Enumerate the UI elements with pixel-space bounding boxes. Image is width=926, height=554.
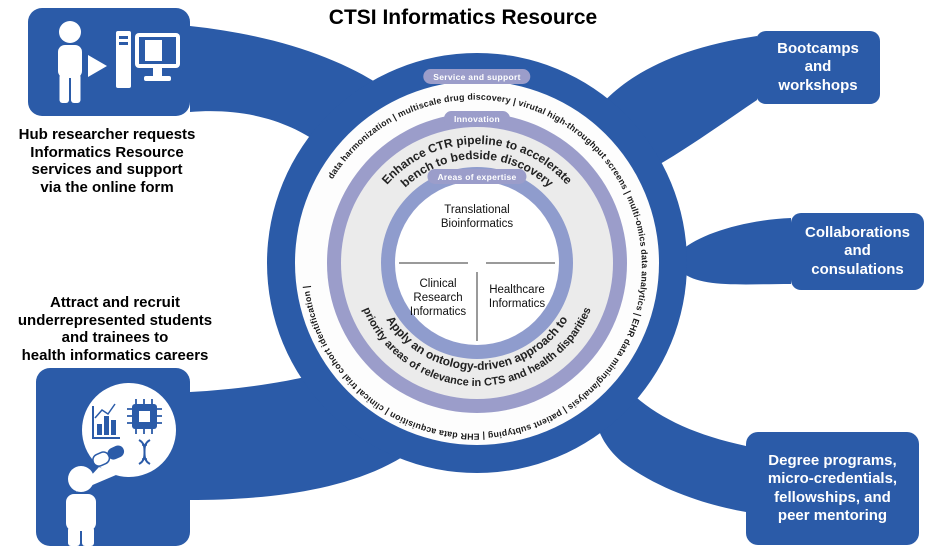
cpu-icon: [127, 399, 162, 434]
hub-researcher-caption: Hub researcher requests Informatics Reso…: [18, 126, 196, 196]
students-trainees-icon-box: [36, 368, 190, 546]
connector-degree: [595, 372, 746, 512]
ring-label-service-support: Service and support: [423, 69, 531, 84]
hub-researcher-icon-box: [28, 8, 190, 116]
collaborations-consultations-box: Collaborations and consulations: [791, 213, 924, 290]
dna-icon: [138, 439, 151, 465]
person-icon: [58, 21, 82, 103]
core-divider-lines: [399, 262, 555, 341]
core-area-healthcare-informatics: Healthcare Informatics: [488, 284, 546, 310]
connector-collaborations: [677, 218, 791, 285]
pill-icon: [92, 445, 125, 467]
ring-label-innovation: Innovation: [444, 111, 510, 126]
page-title: CTSI Informatics Resource: [328, 6, 598, 29]
pointer-icon: [88, 55, 107, 77]
core-area-clinical-research-informatics: Clinical Research Informatics: [409, 278, 467, 318]
person-icon: [66, 466, 96, 546]
degree-programs-box: Degree programs, micro-credentials, fell…: [746, 432, 919, 545]
computer-icon: [116, 31, 180, 88]
ring-label-areas-of-expertise: Areas of expertise: [427, 169, 527, 184]
attract-recruit-caption: Attract and recruit underrepresented stu…: [17, 294, 213, 364]
core-circle: [395, 181, 559, 345]
bootcamps-workshops-box: Bootcamps and workshops: [756, 31, 880, 104]
bar-chart-icon: [92, 403, 120, 439]
core-area-translational-bioinformatics: Translational Bioinformatics: [440, 204, 514, 230]
